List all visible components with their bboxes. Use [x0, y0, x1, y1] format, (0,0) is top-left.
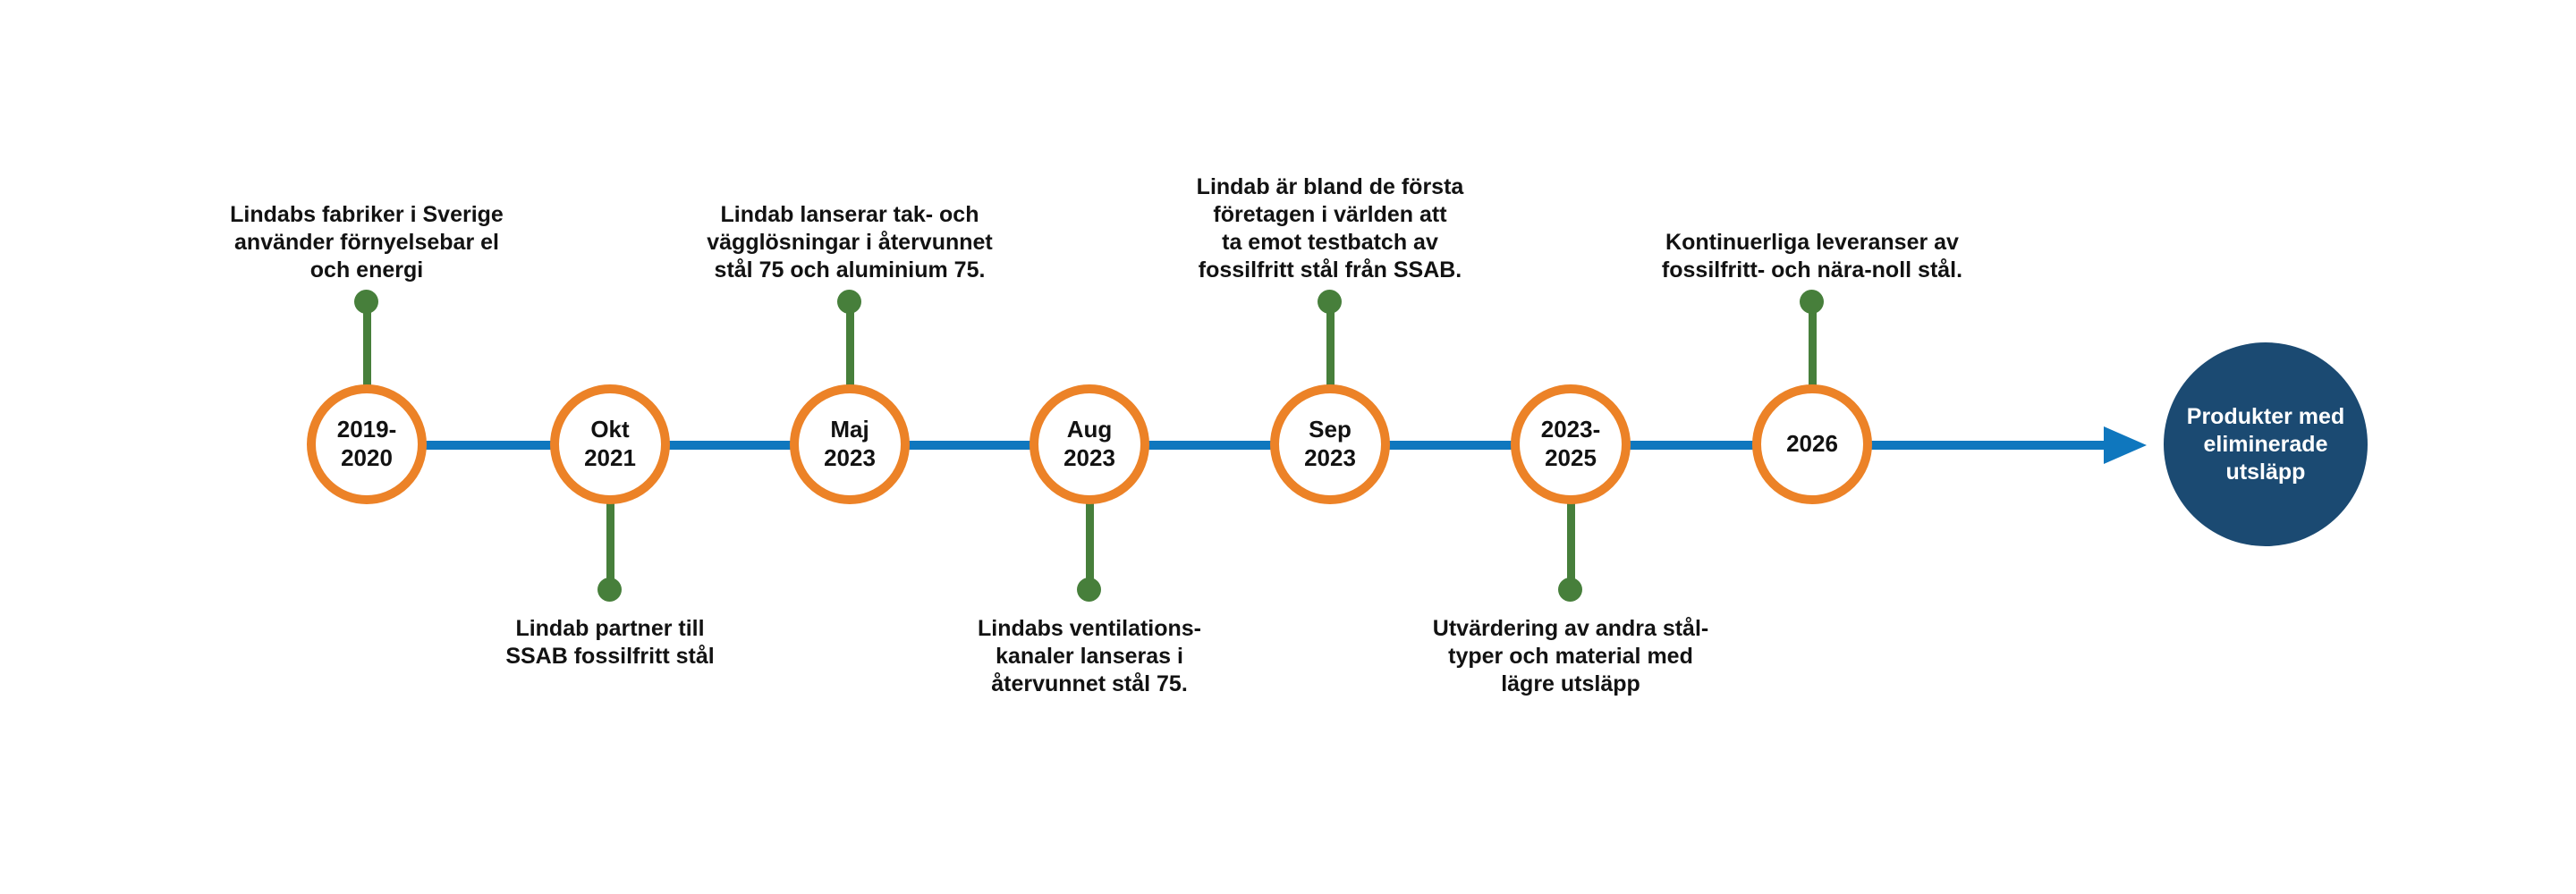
milestone-annotation: Lindab partner till SSAB fossilfritt stå… — [505, 616, 715, 669]
connector-dot — [1800, 290, 1824, 314]
timeline-axis-line — [367, 441, 2105, 450]
milestone-annotation: Utvärdering av andra stål- typer och mat… — [1432, 616, 1709, 696]
connector-dot — [837, 290, 861, 314]
milestone-circle: 2023- 2025 — [1511, 384, 1631, 504]
milestone-circle: Maj 2023 — [790, 384, 910, 504]
connector-dot — [597, 578, 622, 602]
milestone-circle: Sep 2023 — [1270, 384, 1390, 504]
milestone-circle: 2019- 2020 — [307, 384, 427, 504]
milestone-circle: Okt 2021 — [550, 384, 670, 504]
connector-line — [1567, 445, 1575, 590]
milestone-circle: Aug 2023 — [1030, 384, 1149, 504]
connector-line — [363, 302, 371, 445]
milestone-annotation: Lindab är bland de första företagen i vä… — [1196, 174, 1464, 283]
end-node-circle: Produkter med eliminerade utsläpp — [2164, 342, 2368, 546]
milestone-annotation: Lindab lanserar tak- och vägglösningar i… — [707, 202, 993, 283]
connector-line — [1326, 302, 1335, 445]
connector-dot — [1077, 578, 1101, 602]
connector-line — [1809, 302, 1817, 445]
milestone-annotation: Lindabs fabriker i Sverige använder förn… — [230, 202, 504, 283]
milestone-annotation: Kontinuerliga leveranser av fossilfritt-… — [1661, 230, 1963, 283]
arrow-right-icon — [2104, 426, 2147, 464]
milestone-annotation: Lindabs ventilations- kanaler lanseras i… — [977, 616, 1202, 696]
connector-line — [846, 302, 854, 445]
connector-dot — [1558, 578, 1582, 602]
milestone-circle: 2026 — [1752, 384, 1872, 504]
connector-dot — [1318, 290, 1342, 314]
connector-dot — [354, 290, 378, 314]
connector-line — [606, 445, 614, 590]
connector-line — [1086, 445, 1094, 590]
